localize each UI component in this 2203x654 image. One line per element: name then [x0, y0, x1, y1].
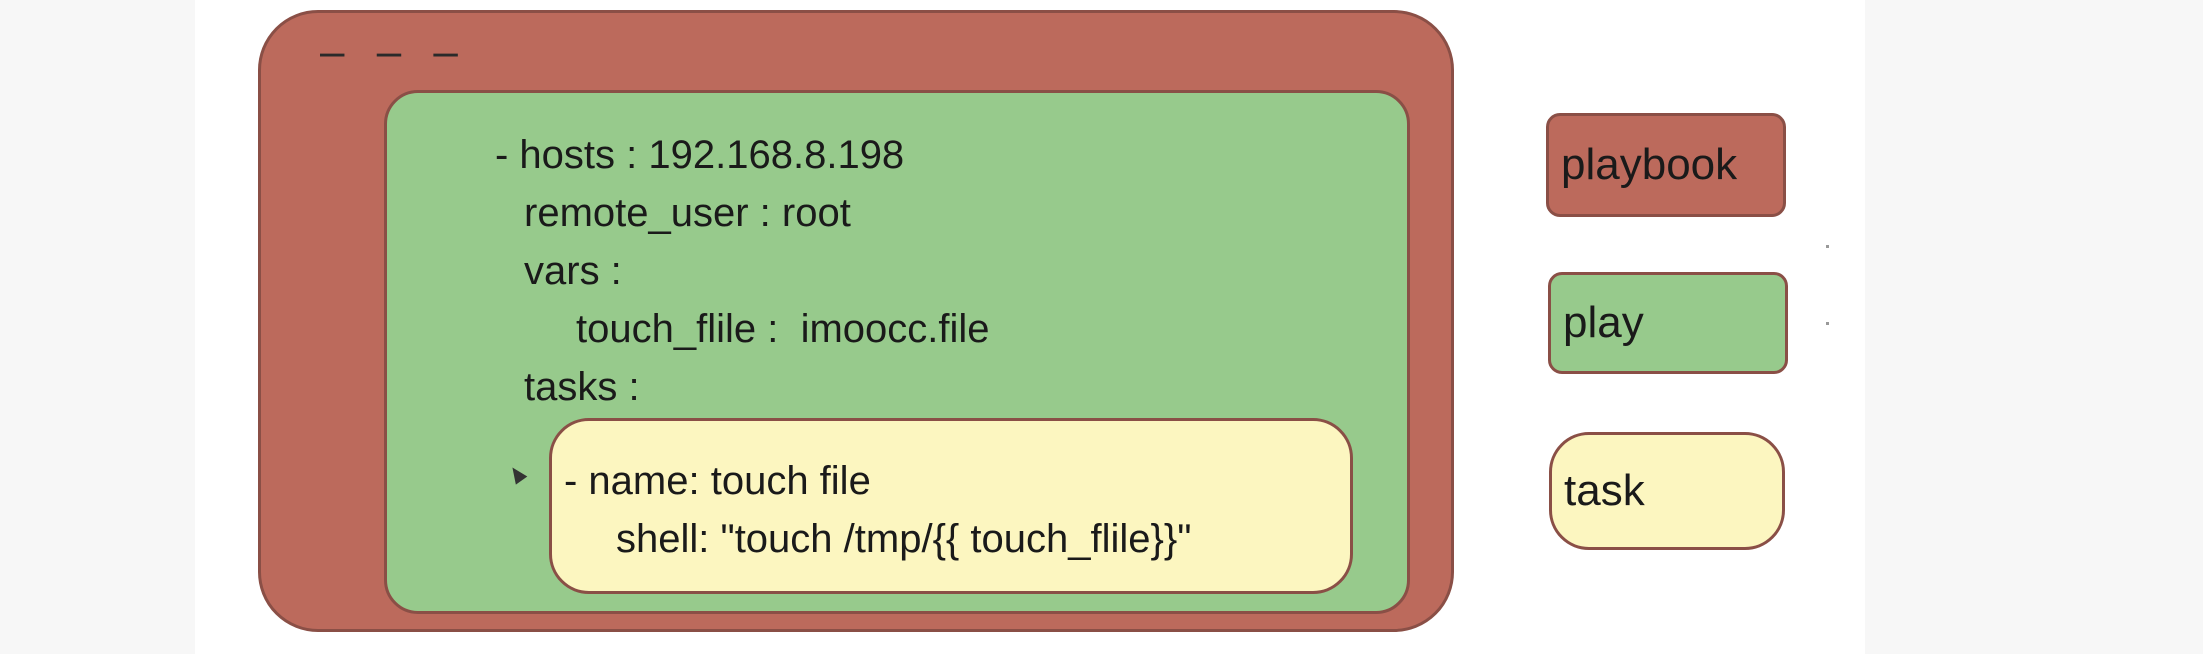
legend-task-label: task [1564, 466, 1645, 515]
legend-playbook: playbook [1546, 113, 1786, 217]
yaml-remote-user-line: remote_user : root [524, 191, 851, 235]
yaml-task-shell-line: shell: "touch /tmp/{{ touch_flile}}" [616, 517, 1192, 561]
stray-dot [1826, 322, 1829, 325]
yaml-task-name-line: - name: touch file [564, 459, 871, 503]
yaml-vars-line: vars : [524, 249, 622, 293]
legend-play-label: play [1563, 298, 1644, 347]
stray-dot [1826, 245, 1829, 248]
legend-playbook-label: playbook [1561, 140, 1738, 189]
yaml-document-start: – – – [320, 27, 468, 76]
task-container [549, 418, 1353, 594]
legend-task: task [1549, 432, 1785, 550]
legend-play: play [1548, 272, 1788, 374]
yaml-var-touch-file-line: touch_flile : imoocc.file [576, 307, 990, 351]
yaml-hosts-line: - hosts : 192.168.8.198 [495, 133, 905, 177]
yaml-tasks-line: tasks : [524, 365, 640, 409]
